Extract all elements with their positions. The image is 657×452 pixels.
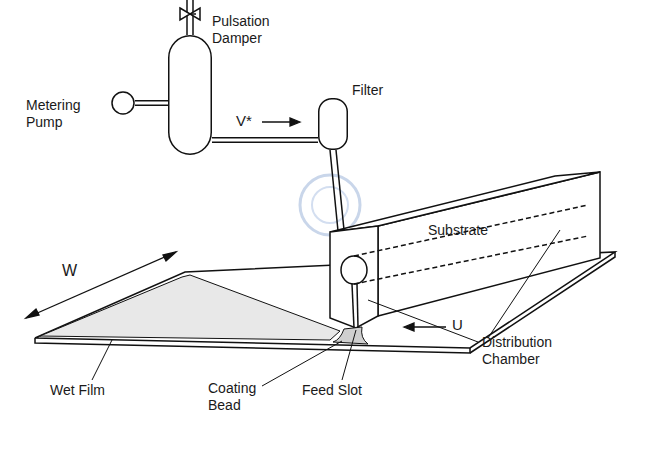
dimension-label: W bbox=[62, 262, 86, 279]
pipe-connector bbox=[135, 103, 168, 104]
feed-pipe bbox=[330, 150, 344, 231]
filter-vessel: Filter bbox=[318, 98, 348, 150]
part-label: Substrate bbox=[428, 222, 518, 239]
node-label: Filter bbox=[352, 82, 412, 99]
metering-pump-outline bbox=[111, 91, 135, 115]
part-label: Distribution Chamber bbox=[482, 334, 574, 368]
pipe-connector bbox=[212, 140, 318, 141]
dimension-arrow bbox=[26, 252, 176, 318]
metering-pump: Metering Pump bbox=[111, 91, 135, 115]
wet-film bbox=[40, 275, 340, 340]
pulsation-damper: Pulsation Damper bbox=[168, 35, 212, 155]
node-label: Pulsation Damper bbox=[212, 13, 284, 47]
velocity-arrow bbox=[262, 118, 446, 331]
valve-stem bbox=[180, 0, 200, 35]
part-label: Feed Slot bbox=[302, 382, 382, 399]
part-label: Wet Film bbox=[50, 382, 130, 399]
coating-bead bbox=[333, 327, 368, 344]
watermark-logo bbox=[300, 175, 360, 235]
node-label: Metering Pump bbox=[26, 97, 98, 131]
flow-label: V* bbox=[236, 112, 266, 129]
slot-die bbox=[330, 172, 600, 328]
filter-vessel-outline bbox=[318, 98, 348, 150]
pulsation-damper-outline bbox=[168, 35, 212, 155]
part-label: Coating Bead bbox=[208, 380, 270, 414]
velocity-label: U bbox=[452, 316, 472, 333]
